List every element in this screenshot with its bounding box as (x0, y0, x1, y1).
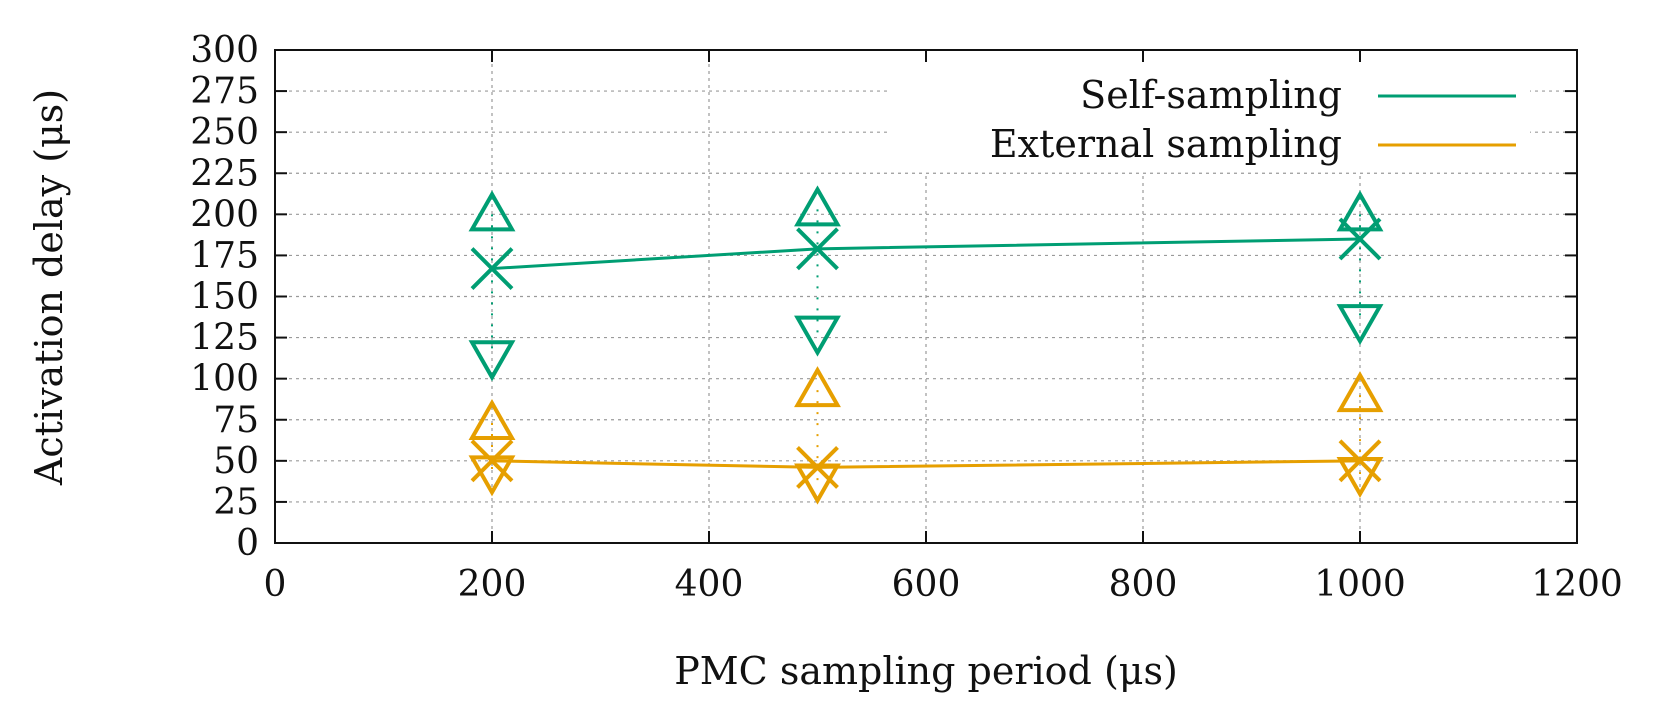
x-tick-label: 600 (892, 564, 961, 605)
max-marker (794, 185, 841, 227)
y-tick-label: 25 (213, 482, 259, 523)
mean-marker (796, 227, 839, 271)
max-marker (1336, 371, 1384, 413)
y-tick-label: 75 (213, 400, 259, 441)
y-tick-label: 100 (190, 359, 259, 400)
mean-marker (1338, 217, 1382, 261)
mean-marker (470, 439, 514, 483)
x-tick-label: 0 (264, 564, 287, 605)
mean-marker (796, 445, 839, 489)
y-tick-label: 125 (190, 318, 259, 359)
legend-label-self-sampling: Self-sampling (1080, 73, 1342, 117)
y-tick-label: 0 (236, 523, 259, 564)
series (468, 185, 1384, 505)
y-tick-label: 50 (213, 441, 259, 482)
min-marker (1336, 304, 1384, 346)
max-marker (794, 366, 841, 408)
min-marker (468, 455, 516, 497)
legend-background (890, 62, 1530, 172)
y-tick-label: 300 (190, 30, 259, 71)
x-tick-label: 1000 (1314, 564, 1406, 605)
y-tick-label: 175 (190, 235, 259, 276)
max-marker (468, 399, 516, 441)
y-tick-label: 150 (190, 277, 259, 318)
series-external-sampling (468, 366, 1384, 505)
x-tick-label: 1200 (1531, 564, 1623, 605)
legend: Self-sampling External sampling (890, 62, 1530, 172)
mean-marker (470, 247, 514, 290)
y-tick-label: 225 (190, 153, 259, 194)
y-tick-label: 200 (190, 194, 259, 235)
legend-label-external-sampling: External sampling (990, 122, 1342, 166)
x-tick-label: 400 (675, 564, 744, 605)
y-tick-label: 250 (190, 112, 259, 153)
series-self-sampling (468, 185, 1384, 382)
max-marker (1336, 190, 1384, 232)
y-axis-title: Activation delay (μs) (27, 89, 71, 486)
mean-marker (1338, 439, 1382, 483)
x-tick-label: 200 (458, 564, 527, 605)
x-axis-title: PMC sampling period (μs) (674, 649, 1178, 693)
y-tick-label: 275 (190, 71, 259, 112)
x-tick-label: 800 (1109, 564, 1178, 605)
min-marker (794, 315, 841, 357)
min-marker (468, 340, 516, 382)
max-marker (468, 190, 516, 232)
